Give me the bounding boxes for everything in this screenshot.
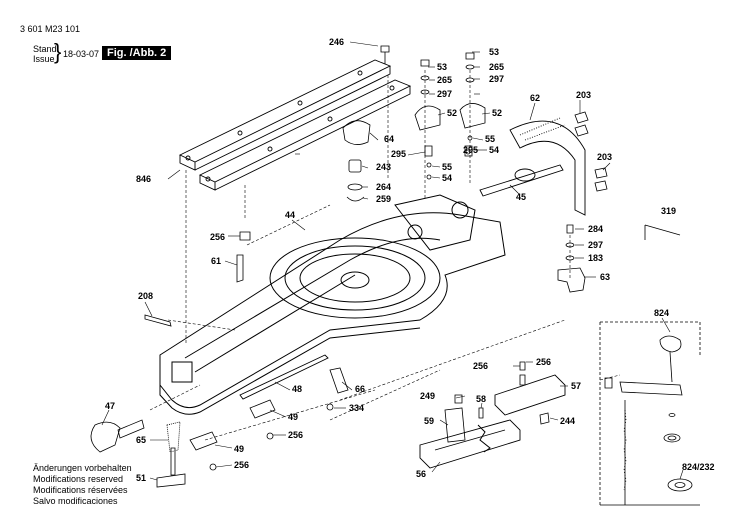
small-parts <box>90 45 681 488</box>
document-number: 3 601 M23 101 <box>20 24 81 34</box>
callouts: 246 53 53 265 265 297 297 52 52 62 203 2… <box>105 37 715 483</box>
callout-265: 265 <box>489 62 504 72</box>
callout-53: 53 <box>489 47 499 57</box>
callout-295: 295 <box>391 149 406 159</box>
miter-scale <box>479 117 586 216</box>
callout-44: 44 <box>285 210 295 220</box>
callout-47: 47 <box>105 401 115 411</box>
callout-256: 256 <box>234 460 249 470</box>
callout-256: 256 <box>210 232 225 242</box>
callout-52: 52 <box>447 108 457 118</box>
callout-49: 49 <box>288 412 298 422</box>
fence-bars <box>178 59 412 191</box>
callout-59: 59 <box>424 416 434 426</box>
callout-297: 297 <box>588 240 603 250</box>
callout-256: 256 <box>473 361 488 371</box>
issue-label: Issue <box>33 54 55 64</box>
callout-259: 259 <box>376 194 391 204</box>
callout-264: 264 <box>376 182 391 192</box>
callout-57: 57 <box>571 381 581 391</box>
callout-846: 846 <box>136 174 151 184</box>
callout-208: 208 <box>138 291 153 301</box>
callout-54: 54 <box>442 173 452 183</box>
stand-label: Stand <box>33 44 57 54</box>
callout-64: 64 <box>384 134 394 144</box>
issue-date: 18-03-07 <box>63 49 100 59</box>
callout-297: 297 <box>437 89 452 99</box>
callout-249: 249 <box>420 391 435 401</box>
callout-824-232: 824/232 <box>682 462 715 472</box>
callout-56: 56 <box>416 469 426 479</box>
callout-49: 49 <box>234 444 244 454</box>
callout-244: 244 <box>560 416 575 426</box>
callout-66: 66 <box>355 384 365 394</box>
callout-65: 65 <box>136 435 146 445</box>
callout-62: 62 <box>530 93 540 103</box>
callout-54: 54 <box>489 145 499 155</box>
callout-256: 256 <box>288 430 303 440</box>
footer-line-en: Modifications reserved <box>33 474 124 484</box>
callout-203: 203 <box>597 152 612 162</box>
leader-lines <box>101 41 684 481</box>
figure-label: Fig. /Abb. 2 <box>102 46 172 60</box>
callout-61: 61 <box>211 256 221 266</box>
callout-53: 53 <box>437 62 447 72</box>
saw-base <box>159 194 506 415</box>
footer-line-fr: Modifications réservées <box>33 485 128 495</box>
callout-265: 265 <box>437 75 452 85</box>
callout-55: 55 <box>485 134 495 144</box>
callout-52: 52 <box>492 108 502 118</box>
callout-297: 297 <box>489 74 504 84</box>
assembly-dash-lines <box>149 70 621 441</box>
callout-284: 284 <box>588 224 603 234</box>
callout-58: 58 <box>476 394 486 404</box>
footer-line-de: Änderungen vorbehalten <box>33 463 132 473</box>
callout-256: 256 <box>536 357 551 367</box>
callout-246: 246 <box>329 37 344 47</box>
footer-notes: Änderungen vorbehalten Modifications res… <box>33 463 132 507</box>
callout-824: 824 <box>654 308 669 318</box>
callout-203: 203 <box>576 90 591 100</box>
callout-334: 334 <box>349 403 364 413</box>
callout-48: 48 <box>292 384 302 394</box>
callout-319: 319 <box>661 206 676 216</box>
callout-295: 295 <box>463 145 478 155</box>
inset-box <box>599 321 701 506</box>
callout-243: 243 <box>376 162 391 172</box>
footer-line-es: Salvo modificaciones <box>33 496 118 506</box>
brace-symbol: } <box>54 39 62 64</box>
callout-45: 45 <box>516 192 526 202</box>
callout-63: 63 <box>600 272 610 282</box>
callout-51: 51 <box>136 473 146 483</box>
guide-rod <box>239 354 329 400</box>
callout-183: 183 <box>588 253 603 263</box>
callout-55: 55 <box>442 162 452 172</box>
slide-assembly <box>419 374 566 469</box>
